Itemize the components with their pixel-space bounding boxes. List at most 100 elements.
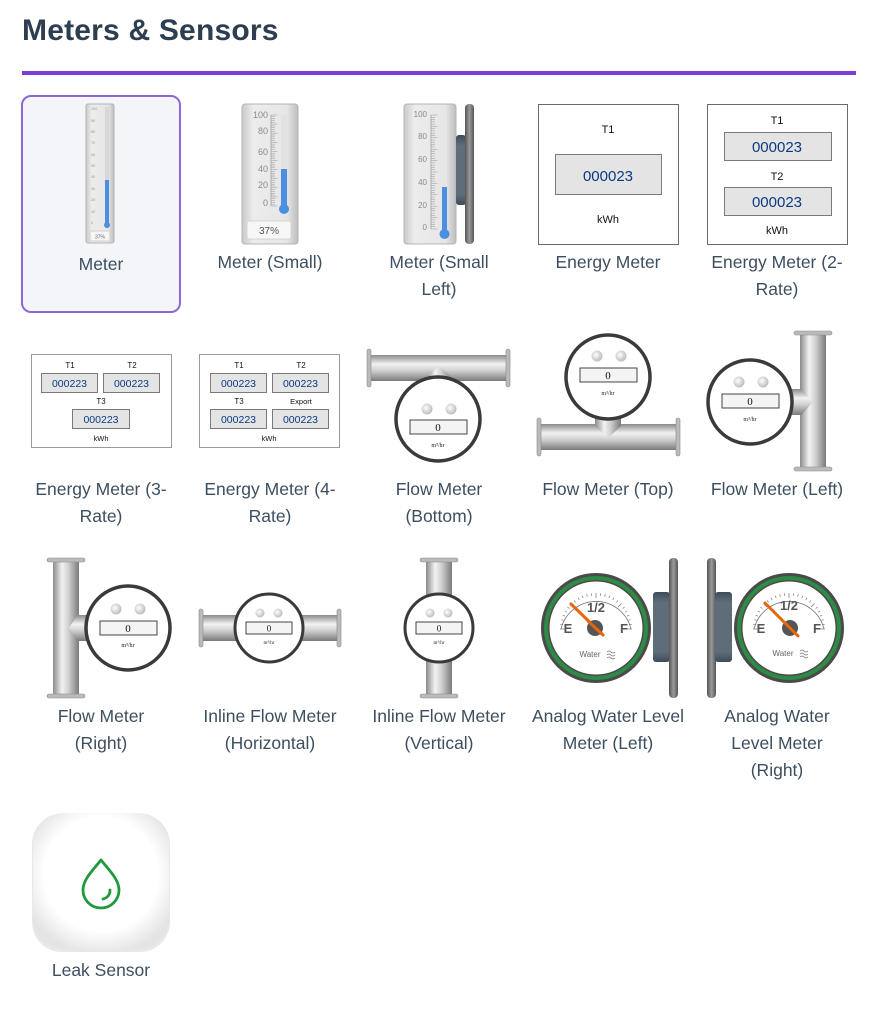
inline-flow-meter-horizontal-preview: 0 m³/hr (190, 549, 350, 699)
svg-text:20: 20 (258, 180, 268, 190)
component-tile-inline-flow-meter-horizontal[interactable]: 0 m³/hr Inline Flow Meter (Horizontal) (190, 549, 350, 767)
svg-text:50: 50 (91, 164, 95, 168)
svg-text:60: 60 (91, 153, 95, 157)
svg-text:0: 0 (267, 624, 272, 634)
analog-gauge: 1/2 E F Water (541, 573, 651, 683)
tile-label: Flow Meter (Bottom) (355, 476, 523, 530)
analog-water-level-meter-left-preview: 1/2 E F Water (528, 549, 688, 699)
svg-text:000023: 000023 (752, 194, 802, 211)
svg-text:000223: 000223 (283, 414, 318, 426)
analog-water-level-meter-right-preview: 1/2 E F Water (697, 549, 857, 699)
svg-text:000223: 000223 (114, 378, 149, 390)
svg-text:Water: Water (772, 649, 793, 658)
svg-text:37%: 37% (95, 235, 106, 241)
svg-text:m³/hr: m³/hr (264, 640, 275, 646)
svg-text:100: 100 (253, 110, 268, 120)
svg-text:E: E (564, 621, 573, 636)
svg-text:Water: Water (579, 650, 600, 659)
svg-text:000023: 000023 (752, 139, 802, 156)
component-tile-flow-meter-left[interactable]: 0 m³/hr Flow Meter (Left) (697, 322, 857, 540)
svg-text:T2: T2 (127, 361, 137, 370)
component-tile-energy-meter-3-rate[interactable]: T1 T2 000223 000223 T3 000223 kWh Energy… (21, 322, 181, 540)
energy-meter-2-rate-preview: T1 000023 T2 000023 kWh (697, 95, 857, 245)
svg-text:80: 80 (258, 126, 268, 136)
flow-meter-left-preview: 0 m³/hr (697, 322, 857, 472)
tile-label: Energy Meter (524, 249, 692, 276)
svg-text:T1: T1 (771, 115, 784, 127)
svg-text:0: 0 (125, 623, 131, 635)
svg-text:T1: T1 (602, 124, 615, 136)
svg-text:000223: 000223 (83, 414, 118, 426)
svg-text:T2: T2 (296, 361, 306, 370)
analog-gauge: 1/2 E F Water (734, 573, 844, 683)
component-tile-energy-meter-4-rate[interactable]: T1 T2 000223 000223 T3 Export 000223 000… (190, 322, 350, 540)
svg-text:T2: T2 (771, 171, 784, 183)
svg-text:1/2: 1/2 (780, 598, 798, 613)
meter-small-preview: 100 80 60 40 20 0 37% (190, 95, 350, 245)
component-tile-flow-meter-top[interactable]: 0 m³/hr Flow Meter (Top) (528, 322, 688, 540)
svg-text:000223: 000223 (52, 378, 87, 390)
component-tile-inline-flow-meter-vertical[interactable]: 0 m³/hr Inline Flow Meter (Vertical) (359, 549, 519, 767)
svg-text:1/2: 1/2 (587, 600, 605, 615)
component-tile-analog-water-level-meter-right[interactable]: 1/2 E F Water Analog Water Level Meter (… (697, 549, 857, 767)
component-tile-leak-sensor[interactable]: Leak Sensor (21, 803, 181, 1021)
svg-text:60: 60 (418, 155, 427, 164)
svg-text:40: 40 (418, 178, 427, 187)
svg-text:kWh: kWh (766, 225, 788, 237)
component-tile-energy-meter-2-rate[interactable]: T1 000023 T2 000023 kWh Energy Meter (2-… (697, 95, 857, 313)
svg-text:20: 20 (418, 201, 427, 210)
svg-text:m³/hr: m³/hr (121, 643, 134, 649)
meter-level-fill (105, 180, 109, 224)
svg-text:000223: 000223 (283, 378, 318, 390)
svg-text:F: F (813, 621, 821, 636)
svg-text:kWh: kWh (262, 434, 277, 443)
svg-text:kWh: kWh (597, 214, 619, 226)
svg-text:000023: 000023 (583, 168, 633, 185)
svg-text:37%: 37% (259, 226, 279, 237)
svg-text:0: 0 (423, 223, 428, 232)
tile-label: Leak Sensor (17, 957, 185, 984)
svg-text:T3: T3 (234, 397, 244, 406)
svg-text:0: 0 (263, 198, 268, 208)
tile-label: Analog Water Level Meter (Right) (693, 703, 861, 784)
tile-label: Meter (Small) (186, 249, 354, 276)
svg-text:kWh: kWh (94, 434, 109, 443)
flow-meter-bottom-preview: 0 m³/hr (359, 322, 519, 472)
svg-text:10: 10 (91, 210, 95, 214)
svg-text:T1: T1 (234, 361, 244, 370)
svg-text:0: 0 (435, 422, 441, 434)
tile-label: Energy Meter (4-Rate) (186, 476, 354, 530)
svg-text:100: 100 (414, 110, 428, 119)
svg-text:Export: Export (290, 397, 313, 406)
component-tile-analog-water-level-meter-left[interactable]: 1/2 E F Water Analog Water Level Meter (… (528, 549, 688, 767)
tile-label: Inline Flow Meter (Vertical) (355, 703, 523, 757)
energy-meter-4-rate-preview: T1 T2 000223 000223 T3 Export 000223 000… (190, 322, 350, 472)
component-tile-flow-meter-right[interactable]: 0 m³/hr Flow Meter (Right) (21, 549, 181, 767)
tile-label: Inline Flow Meter (Horizontal) (186, 703, 354, 757)
component-tile-flow-meter-bottom[interactable]: 0 m³/hr Flow Meter (Bottom) (359, 322, 519, 540)
meter-level-fill (442, 187, 447, 232)
component-tile-energy-meter[interactable]: T1 000023 kWh Energy Meter (528, 95, 688, 313)
tile-label: Analog Water Level Meter (Left) (524, 703, 692, 757)
section-title: Meters & Sensors (22, 14, 279, 48)
inline-flow-meter-vertical-preview: 0 m³/hr (359, 549, 519, 699)
tile-label: Flow Meter (Left) (693, 476, 861, 503)
svg-text:40: 40 (258, 164, 268, 174)
svg-text:m³/hr: m³/hr (431, 443, 444, 449)
svg-text:0: 0 (437, 624, 442, 634)
meter-level-fill (281, 169, 287, 207)
svg-text:T3: T3 (96, 397, 106, 406)
svg-text:m³/hr: m³/hr (743, 417, 756, 423)
svg-text:100: 100 (91, 107, 97, 111)
svg-text:000223: 000223 (221, 378, 256, 390)
energy-meter-3-rate-preview: T1 T2 000223 000223 T3 000223 kWh (21, 322, 181, 472)
svg-text:60: 60 (258, 147, 268, 157)
meter-small-left-preview: 100 80 60 40 20 0 (359, 95, 519, 245)
svg-text:80: 80 (91, 130, 95, 134)
svg-text:80: 80 (418, 132, 427, 141)
svg-text:F: F (620, 621, 628, 636)
